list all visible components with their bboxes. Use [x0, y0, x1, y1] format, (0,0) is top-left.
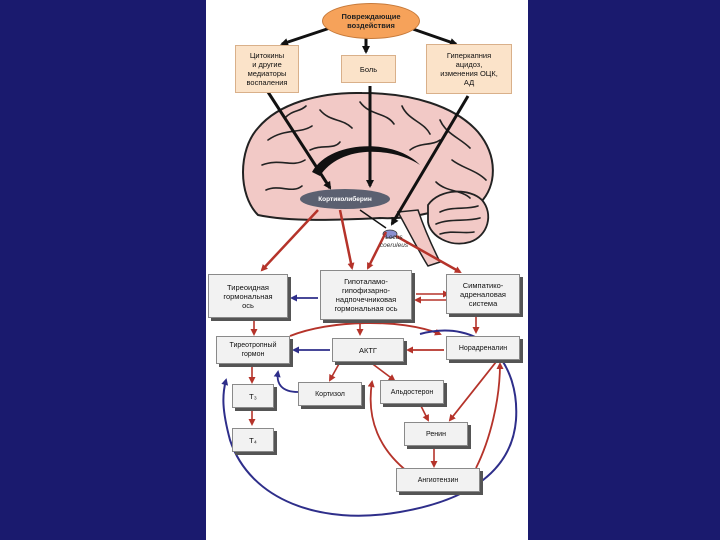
corticoliberin-oval: Кортиколиберин — [300, 189, 390, 209]
angiotensin-box: Ангиотензин — [396, 468, 480, 492]
stimuli-arrows — [266, 26, 470, 229]
gyri — [261, 101, 487, 235]
locus-coeruleus-label: Locus coeruleus — [379, 234, 409, 249]
thyroid-axis-box: Тиреоидная гормональная ось — [208, 274, 288, 318]
hpa-axis-box: Гипоталамо- гипофизарно- надпочечниковая… — [320, 270, 412, 320]
damaging-factors-oval: Повреждающие воздействия — [322, 3, 420, 39]
acth-box: АКТГ — [332, 338, 404, 362]
t4-box: T₄ — [232, 428, 274, 452]
pain-box: Боль — [341, 55, 396, 83]
corpus-callosum — [312, 146, 420, 176]
axis-connections — [221, 290, 518, 517]
cerebellum-shape — [427, 190, 490, 245]
brain-to-axes-arrows — [260, 209, 462, 274]
t3-box: T₃ — [232, 384, 274, 408]
aldosterone-box: Альдостерон — [380, 380, 444, 404]
cortisol-box: Кортизол — [298, 382, 362, 406]
cytokines-box: Цитокины и другие медиаторы воспаления — [235, 45, 299, 93]
locus-coeruleus-marker — [382, 229, 398, 239]
hypercapnia-box: Гиперкапния ацидоз, изменения ОЦК, АД — [426, 44, 512, 94]
tsh-box: Тиреотропный гормон — [216, 336, 290, 364]
noradrenaline-box: Норадреналин — [446, 336, 520, 360]
sympathetic-system-box: Симпатико- адреналовая система — [446, 274, 520, 314]
renin-box: Ренин — [404, 422, 468, 446]
cerebrum-shape — [242, 91, 494, 221]
brain-illustration — [242, 91, 494, 267]
